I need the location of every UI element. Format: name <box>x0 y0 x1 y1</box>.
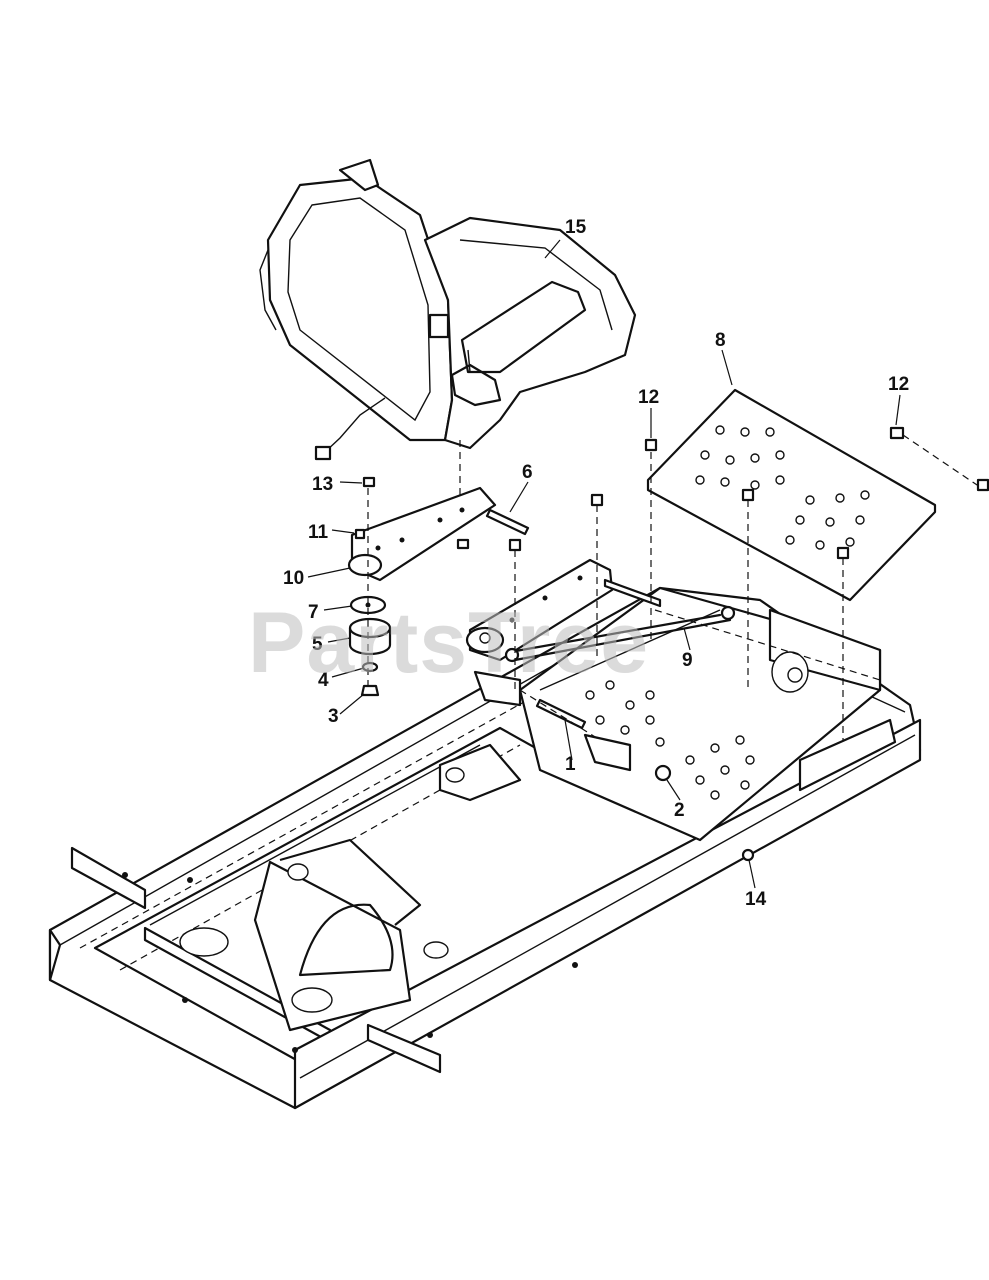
callout-15: 15 <box>565 217 587 238</box>
seat-bracket-left[interactable] <box>347 486 497 582</box>
nut-3[interactable] <box>360 684 380 697</box>
watermark-text: PartsTree <box>248 595 649 691</box>
assembly-lines <box>367 434 981 741</box>
tube-cross[interactable] <box>603 578 662 608</box>
callout-4: 4 <box>318 670 329 691</box>
callout-2: 2 <box>674 800 685 821</box>
callout-9: 9 <box>682 650 693 671</box>
rod-6[interactable] <box>485 508 530 536</box>
callout-12-right: 12 <box>888 374 909 395</box>
callout-5: 5 <box>312 634 323 655</box>
floor-plate[interactable] <box>646 388 937 602</box>
bolt-13[interactable] <box>362 476 376 488</box>
callout-14: 14 <box>745 889 767 910</box>
washer-4[interactable] <box>361 661 379 673</box>
callout-11: 11 <box>308 522 329 543</box>
bolt-12-right[interactable] <box>889 426 905 440</box>
nut-14[interactable] <box>741 848 755 862</box>
bolt-12-left[interactable] <box>644 438 658 452</box>
leader-lines <box>307 239 901 889</box>
callout-10: 10 <box>283 568 304 589</box>
callout-6: 6 <box>522 462 533 483</box>
nut-2[interactable] <box>654 764 672 782</box>
main-frame[interactable] <box>48 586 922 1110</box>
bolt-11[interactable] <box>354 528 366 540</box>
callout-3: 3 <box>328 706 339 727</box>
cable-9[interactable] <box>504 605 736 663</box>
callout-8: 8 <box>715 330 726 351</box>
isolator-5[interactable] <box>348 617 392 656</box>
seat-assembly[interactable] <box>259 158 637 461</box>
callout-7: 7 <box>308 602 319 623</box>
callout-1: 1 <box>565 754 576 775</box>
callouts: 15 8 12 12 13 6 11 10 7 5 4 3 9 1 2 14 <box>283 217 909 910</box>
front-bracket[interactable] <box>473 670 632 772</box>
rod-1[interactable] <box>535 698 587 730</box>
seat-bracket-right[interactable] <box>465 558 614 662</box>
callout-13: 13 <box>312 474 333 495</box>
callout-12-left: 12 <box>638 387 659 408</box>
